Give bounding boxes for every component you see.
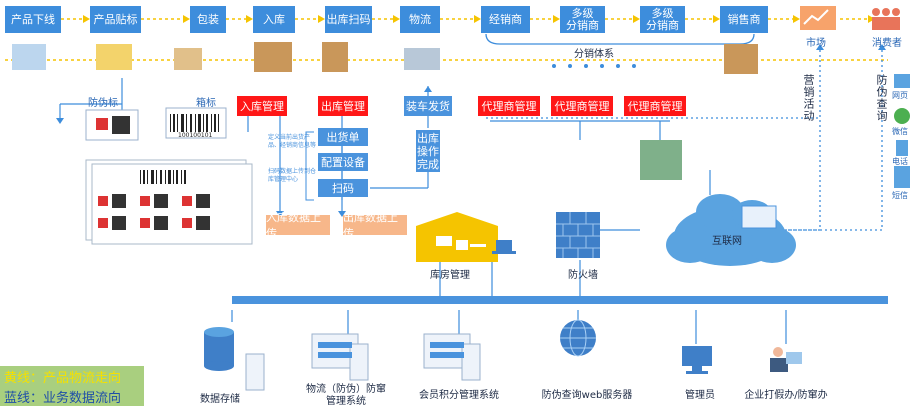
inbound-data-upload: 入库数据上传 — [266, 211, 330, 240]
firewall-label: 防火墙 — [568, 270, 598, 281]
step-label: 多级 分销商 — [646, 6, 679, 32]
step-label: 经销商 — [489, 12, 522, 26]
admin-label: 管理员 — [685, 390, 715, 401]
outbound-data-upload: 出库数据上传 — [343, 211, 407, 240]
step-label: 物流 — [409, 12, 431, 26]
box-label: 代理商管理 — [554, 100, 610, 113]
step-label: 产品贴标 — [93, 12, 138, 26]
step-outbound-scan: 出库扫码 — [325, 6, 372, 33]
box-label: 入库数据上传 — [266, 211, 321, 240]
box-label: 出库数据上传 — [343, 211, 398, 240]
step-label: 产品下线 — [11, 12, 55, 26]
box-label: 出库 操作 完成 — [417, 131, 439, 171]
step-packaging: 包装 — [190, 6, 226, 33]
distribution-label: 分销体系 — [574, 49, 614, 60]
legend-text: 蓝线：业务数据流向 — [4, 390, 122, 406]
note-shipping-order: 定义当前出货产品、经销商信息等 — [268, 134, 317, 149]
outbound-management: 出库管理 — [318, 96, 368, 116]
step-label: 多级 分销商 — [566, 6, 599, 32]
agent-management-1: 代理商管理 — [478, 96, 540, 116]
query-server-label: 防伪查询web服务器 — [541, 390, 633, 401]
step-distributor: 经销商 — [481, 6, 530, 33]
channel-web: 网页 — [892, 91, 908, 100]
warehouse-label: 库房管理 — [430, 270, 470, 281]
note-scan-upload: 扫码数据上传到仓库管理中心 — [268, 168, 317, 183]
logistics-system-label: 物流（防伪）防窜 管理系统 — [306, 384, 386, 407]
inbound-management: 入库管理 — [237, 96, 287, 116]
box-label: 配置设备 — [321, 156, 365, 169]
step-label: 包装 — [197, 12, 219, 26]
configure-device: 配置设备 — [318, 153, 368, 171]
consumer-label: 消费者 — [872, 38, 902, 49]
legend-blue: 蓝线：业务数据流向 — [0, 386, 144, 406]
channel-phone: 电话 — [892, 157, 908, 166]
step-multi-distributor-1: 多级 分销商 — [560, 6, 605, 33]
loading-shipping: 装车发货 — [404, 96, 452, 116]
data-storage-label: 数据存储 — [200, 394, 240, 405]
step-label: 出库扫码 — [326, 12, 371, 26]
step-product-offline: 产品下线 — [5, 6, 61, 33]
box-label: 扫码 — [332, 182, 354, 195]
step-labeling: 产品贴标 — [90, 6, 141, 33]
member-points-label: 会员积分管理系统 — [419, 390, 499, 401]
agent-management-2: 代理商管理 — [551, 96, 613, 116]
box-label: 箱标 — [196, 98, 216, 109]
step-inbound: 入库 — [253, 6, 295, 33]
box-label: 代理商管理 — [627, 100, 683, 113]
channel-wechat: 微信 — [892, 127, 908, 136]
box-label: 入库管理 — [240, 100, 284, 113]
step-logistics: 物流 — [400, 6, 440, 33]
step-multi-distributor-2: 多级 分销商 — [640, 6, 685, 33]
step-label: 销售商 — [727, 12, 761, 26]
box-label: 代理商管理 — [481, 100, 537, 113]
legend-yellow: 黄线：产品物流走向 — [0, 366, 144, 386]
shipping-order: 出货单 — [318, 128, 368, 146]
step-retailer: 销售商 — [720, 6, 768, 33]
anti-fake-query: 防伪查询 — [875, 74, 888, 122]
barcode-number: 100100101 — [178, 132, 213, 139]
agent-management-3: 代理商管理 — [624, 96, 686, 116]
legend-text: 黄线：产品物流走向 — [4, 370, 122, 386]
anti-fake-label: 防伪标 — [88, 98, 118, 109]
outbound-complete: 出库 操作 完成 — [416, 130, 440, 172]
internet-label: 互联网 — [712, 236, 742, 247]
crackdown-office-label: 企业打假办/防窜办 — [744, 390, 828, 401]
box-label: 出库管理 — [321, 100, 365, 113]
channel-sms: 短信 — [892, 191, 908, 200]
marketing-activity: 营销活动 — [802, 74, 815, 122]
scan-code: 扫码 — [318, 179, 368, 197]
market-label: 市场 — [806, 38, 826, 49]
box-label: 出货单 — [326, 131, 360, 144]
box-label: 装车发货 — [406, 100, 450, 113]
step-label: 入库 — [263, 12, 285, 26]
